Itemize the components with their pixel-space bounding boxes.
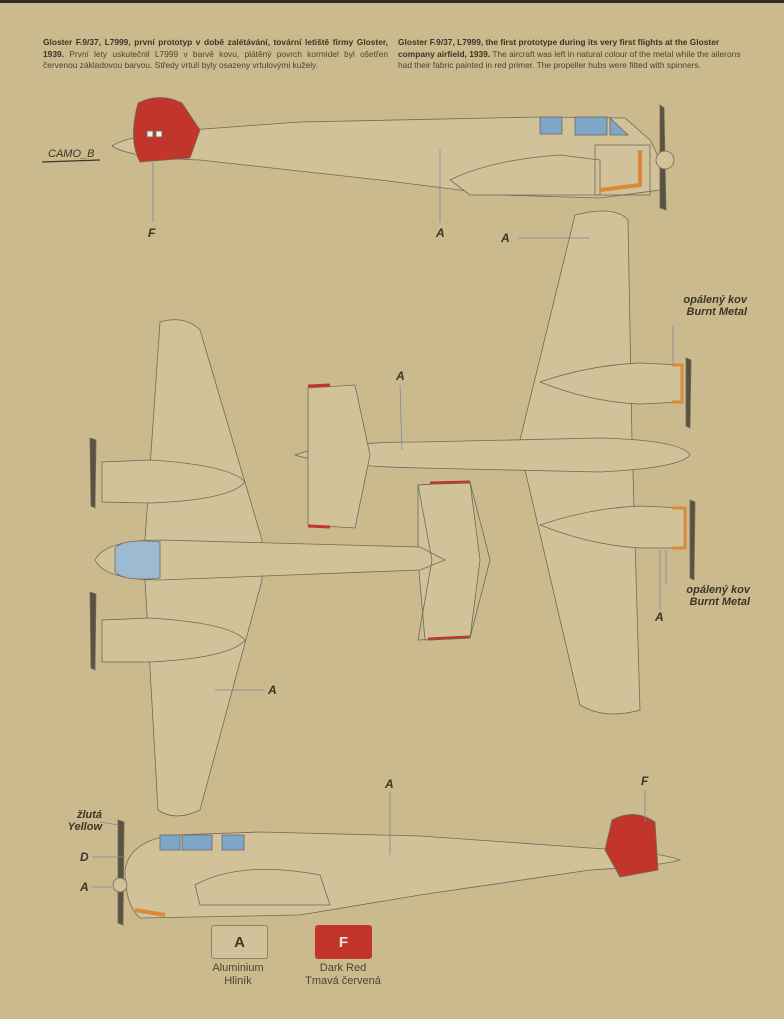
callout-bottom-a: A: [385, 777, 394, 791]
callout-top-f: F: [148, 226, 156, 240]
legend-swatch-aluminium: A: [211, 925, 268, 959]
plan-view-top: [293, 210, 696, 715]
callout-plan2-a: A: [268, 683, 277, 697]
plan-view-bottom: [89, 319, 491, 817]
note-burnt-metal-2-cz: opálený kov: [686, 584, 750, 596]
callout-plan1-fuselage-a: A: [396, 369, 405, 383]
side-view-right: [41, 97, 675, 222]
legend-dark-red-cz: Tmavá červená: [305, 975, 381, 987]
rudder-red: [133, 97, 201, 163]
note-burnt-metal-1-en: Burnt Metal: [686, 306, 748, 318]
description-czech-title: Gloster F.9/37, L7999, první prototyp v …: [43, 37, 388, 59]
camo-label: CAMO_B: [48, 148, 95, 160]
legend-dark-red-en: Dark Red: [319, 962, 367, 974]
callout-bottom-d: D: [80, 850, 89, 864]
description-english-text: The aircraft was left in natural colour …: [398, 48, 741, 71]
callout-plan1-lower-a: A: [655, 610, 664, 624]
note-yellow-cz: žlutá: [76, 809, 102, 821]
note-burnt-metal-2-en: Burnt Metal: [689, 596, 751, 608]
description-english: Gloster F.9/37, L7999, the first prototy…: [398, 37, 743, 72]
callout-bottom-f: F: [641, 774, 649, 788]
note-yellow-en: Yellow: [67, 821, 102, 833]
callout-bottom-a2: A: [80, 880, 89, 894]
legend-aluminium-cz: Hliník: [224, 975, 252, 987]
callout-plan1-wing-a: A: [501, 231, 510, 245]
callout-top-a: A: [436, 226, 445, 240]
description-english-title: Gloster F.9/37, L7999, the first prototy…: [398, 37, 720, 59]
legend-swatch-dark-red: F: [315, 925, 372, 959]
legend-aluminium-en: Aluminium: [212, 962, 264, 974]
side-view-left: [92, 790, 682, 926]
note-burnt-metal-1-cz: opálený kov: [683, 294, 747, 306]
top-border: [0, 0, 784, 3]
description-czech: Gloster F.9/37, L7999, první prototyp v …: [43, 37, 388, 72]
description-czech-text: První lety uskutečnil L7999 v barvě kovu…: [43, 48, 388, 71]
